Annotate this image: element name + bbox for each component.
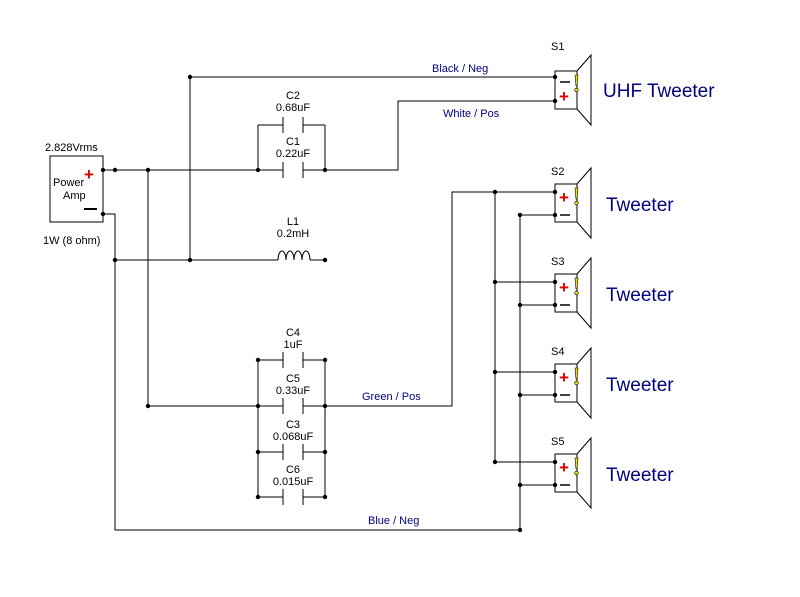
power-amp: 2.828Vrms Power Amp + 1W (8 ohm) [43, 142, 104, 247]
speaker-s1: S1 + UHF Tweeter [551, 41, 715, 127]
speaker-s1-plus: + [559, 87, 569, 106]
amp-voltage-label: 2.828Vrms [45, 142, 98, 154]
c5-name: C5 [286, 373, 300, 385]
speaker-s2-id: S2 [551, 166, 564, 178]
speaker-s4-plus: + [559, 368, 569, 387]
amp-plus-terminal: + [84, 165, 94, 184]
l1-name: L1 [287, 216, 299, 228]
inductor-l1-coil [277, 250, 311, 261]
c3-value: 0.068uF [273, 431, 314, 443]
speaker-s5-id: S5 [551, 436, 564, 448]
speaker-s3: S3 + Tweeter [551, 256, 674, 330]
speaker-s3-plus: + [559, 278, 569, 297]
black-neg-label: Black / Neg [432, 63, 488, 75]
speaker-s5-plus: + [559, 458, 569, 477]
speaker-s5: S5 + Tweeter [551, 436, 674, 510]
component-labels: C2 0.68uF C1 0.22uF L1 0.2mH C4 1uF C5 0… [273, 90, 314, 488]
c4-name: C4 [286, 327, 300, 339]
speaker-warning-icon [574, 457, 579, 470]
speaker-warning-icon [574, 74, 579, 87]
wire-labels: Black / Neg White / Pos Green / Pos Blue… [362, 63, 500, 527]
speaker-s4-id: S4 [551, 346, 564, 358]
c5-value: 0.33uF [276, 385, 311, 397]
speaker-warning-icon [574, 367, 579, 380]
c1-name: C1 [286, 136, 300, 148]
amp-label-line1: Power [53, 177, 85, 189]
speaker-warning-icon [574, 277, 579, 290]
c6-value: 0.015uF [273, 476, 314, 488]
amp-label-line2: Amp [63, 190, 86, 202]
speaker-s3-id: S3 [551, 256, 564, 268]
green-pos-label: Green / Pos [362, 391, 421, 403]
blue-neg-label: Blue / Neg [368, 515, 419, 527]
l1-value: 0.2mH [277, 228, 309, 240]
c3-name: C3 [286, 419, 300, 431]
speaker-s2-label: Tweeter [606, 195, 674, 216]
junction-dots [100, 74, 558, 533]
c6-name: C6 [286, 464, 300, 476]
speaker-warning-icon [574, 187, 579, 200]
capacitor-plates [282, 117, 304, 505]
c2-value: 0.68uF [276, 102, 311, 114]
wiring [103, 76, 555, 531]
white-pos-label: White / Pos [443, 108, 500, 120]
speaker-s4-label: Tweeter [606, 375, 674, 396]
speaker-s5-label: Tweeter [606, 465, 674, 486]
c1-value: 0.22uF [276, 148, 311, 160]
speaker-s3-label: Tweeter [606, 285, 674, 306]
speaker-s2-plus: + [559, 188, 569, 207]
c4-value: 1uF [284, 339, 303, 351]
amp-rating-label: 1W (8 ohm) [43, 235, 100, 247]
c2-name: C2 [286, 90, 300, 102]
speaker-s1-label: UHF Tweeter [603, 81, 715, 102]
speaker-s1-id: S1 [551, 41, 564, 53]
speaker-s2: S2 + Tweeter [551, 166, 674, 240]
speaker-s4: S4 + Tweeter [551, 346, 674, 420]
